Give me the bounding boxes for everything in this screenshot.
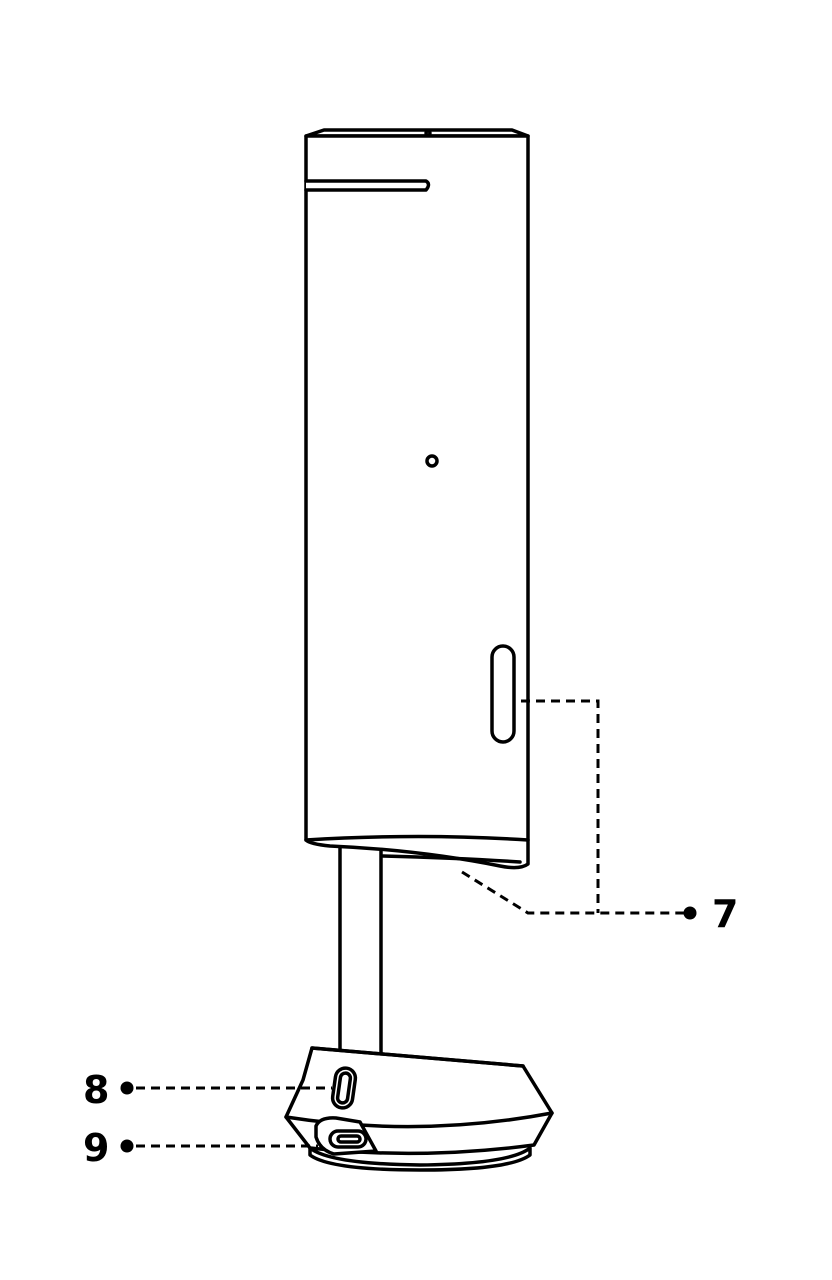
device-body bbox=[304, 128, 530, 870]
body-bottom-lip bbox=[304, 834, 530, 842]
callout-8-dot bbox=[120, 1081, 134, 1095]
base-top-edge bbox=[310, 1046, 525, 1068]
base-button bbox=[330, 1066, 358, 1110]
stand-pole bbox=[338, 843, 383, 1057]
callout-9-label: 9 bbox=[83, 1126, 109, 1170]
sensor-hole bbox=[425, 454, 439, 468]
callout-9-leader bbox=[120, 1139, 318, 1153]
callout-8-leader bbox=[120, 1081, 332, 1095]
callout-7-label: 7 bbox=[712, 892, 738, 936]
side-button bbox=[490, 644, 516, 744]
callout-7-dot bbox=[683, 906, 697, 920]
callout-9-dot bbox=[120, 1139, 134, 1153]
usb-c-port bbox=[314, 1116, 378, 1156]
base-foot bbox=[308, 1146, 532, 1172]
callout-8-label: 8 bbox=[83, 1068, 109, 1112]
callout-7-leader bbox=[461, 699, 697, 920]
top-slot bbox=[304, 179, 431, 192]
body-main bbox=[304, 134, 530, 870]
